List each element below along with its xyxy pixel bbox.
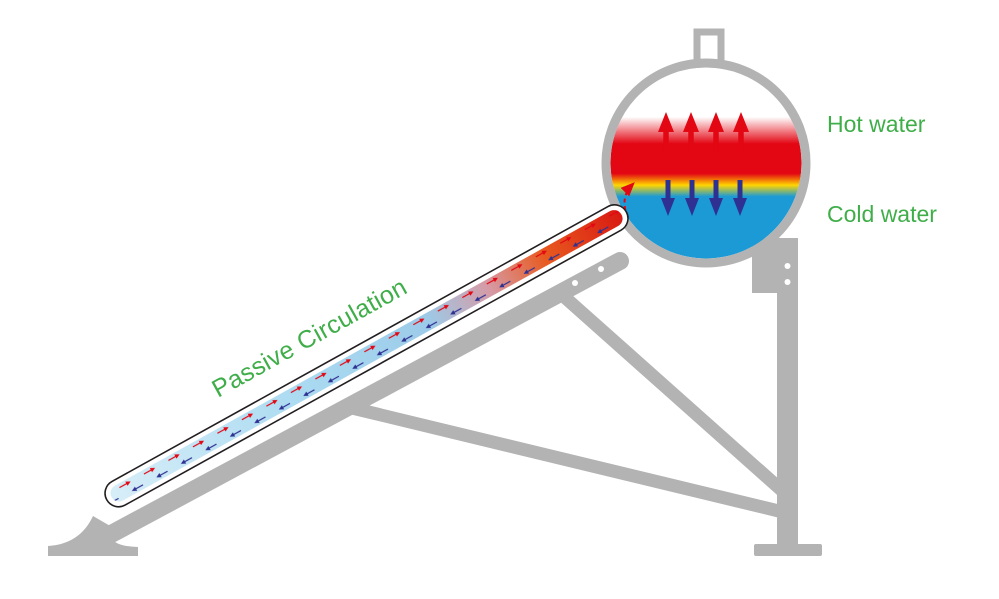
frame-right-foot [754, 544, 822, 556]
cold-water-label: Cold water [827, 201, 937, 227]
tank-shell [601, 58, 811, 268]
support-frame [48, 238, 822, 556]
collector-tube [104, 204, 629, 508]
tube-flow-arrows [110, 210, 623, 502]
tank-water-stratification [610, 67, 802, 259]
bolt-hole [598, 266, 604, 272]
hot-water-label: Hot water [827, 111, 926, 137]
frame-incline-beam [91, 252, 629, 549]
frame-brace-lower [350, 401, 789, 520]
bolt-hole [784, 263, 791, 269]
storage-tank [601, 28, 811, 268]
bolt-hole [572, 280, 578, 286]
frame-brace-upper [555, 288, 792, 500]
frame-rear-post [777, 240, 798, 546]
bolt-hole [784, 279, 791, 285]
